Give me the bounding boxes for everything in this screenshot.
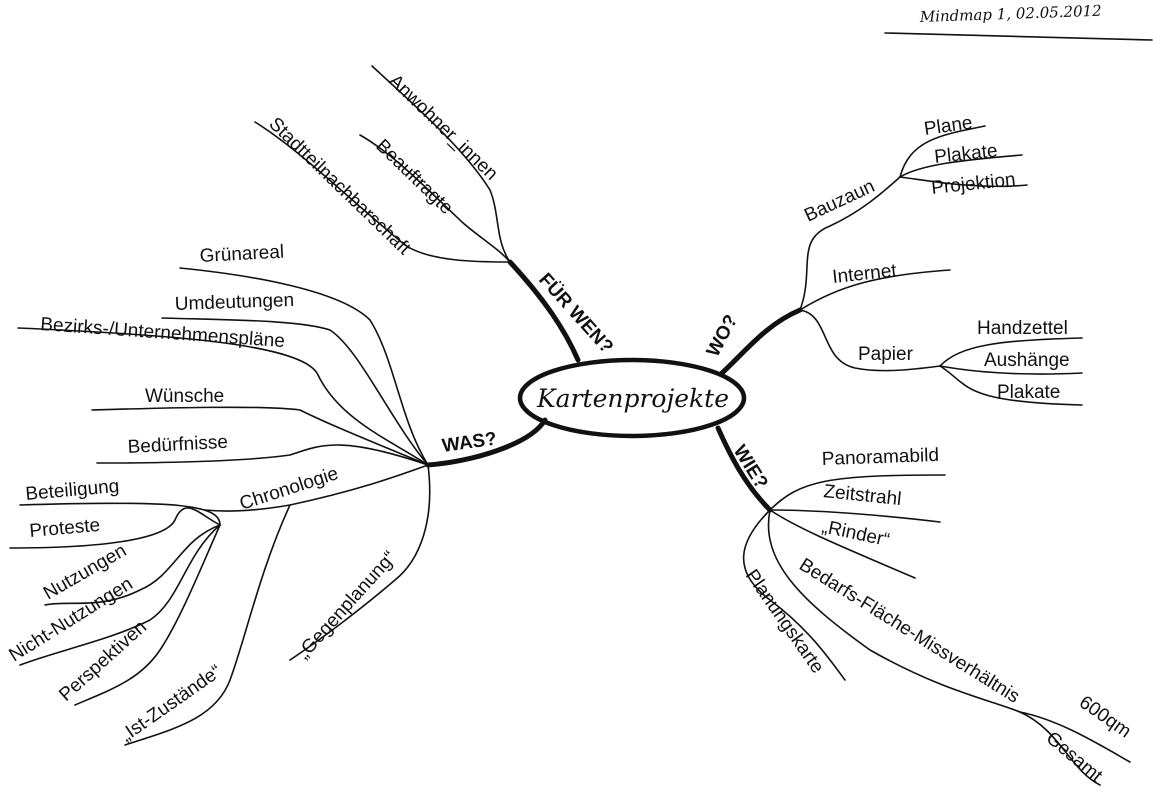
- label-ist-zustaende: „Ist-Zustände“: [117, 661, 226, 746]
- label-papier: Papier: [858, 344, 914, 365]
- label-gegenplanung: „Gegenplanung“: [293, 547, 400, 663]
- label-plane: Plane: [923, 112, 974, 140]
- label-gesamt: Gesamt: [1042, 728, 1107, 787]
- line-plane: [899, 125, 986, 178]
- line-plakate-papier: [939, 365, 1083, 406]
- line-bedarf: [767, 509, 1021, 713]
- line-beteiligung: [19, 502, 221, 526]
- line-umdeutungen: [161, 317, 429, 466]
- label-proteste: Proteste: [29, 515, 101, 542]
- map-title: Mindmap 1, 02.05.2012: [919, 2, 1102, 26]
- title-underline: [884, 32, 1153, 41]
- label-beauftragte: Beauftragte: [372, 135, 457, 218]
- label-aushaenge: Aushänge: [984, 350, 1070, 371]
- label-projektion: Projektion: [930, 169, 1016, 199]
- line-gegenplanung: [289, 464, 431, 661]
- line-panoramabild: [769, 474, 946, 511]
- trunk-wie: [715, 425, 773, 513]
- line-bezirks: [17, 327, 429, 466]
- line-anwohner: [371, 65, 511, 263]
- label-plakate-papier: Plakate: [997, 382, 1060, 403]
- label-internet: Internet: [831, 260, 898, 288]
- line-gruenareal: [179, 267, 429, 466]
- line-internet: [799, 269, 951, 311]
- line-nutzungen: [44, 524, 221, 606]
- trunk-was: [425, 417, 548, 468]
- central-ellipse: [517, 357, 747, 439]
- label-fuer-wen: FÜR WEN?: [534, 269, 617, 358]
- central-topic: Kartenprojekte: [536, 384, 729, 413]
- line-handzettel: [939, 337, 1083, 367]
- label-wuensche: Wünsche: [145, 386, 224, 407]
- line-chronologie: [204, 464, 429, 512]
- line-gesamt: [1019, 711, 1101, 786]
- line-perspektiven: [74, 524, 221, 706]
- label-beduerfnisse: Bedürfnisse: [127, 432, 228, 458]
- label-zeitstrahl: Zeitstrahl: [822, 481, 902, 510]
- label-bedarf: Bedarfs-Fläche-Missverhältnis: [795, 554, 1023, 707]
- line-wuensche: [91, 406, 429, 466]
- label-beteiligung: Beteiligung: [25, 476, 121, 505]
- line-zeitstrahl: [769, 509, 941, 523]
- label-handzettel: Handzettel: [977, 318, 1068, 339]
- line-beduerfnisse: [96, 444, 429, 466]
- label-rinder: „Rinder“: [820, 516, 891, 551]
- line-rinder: [769, 509, 916, 579]
- line-beauftragte: [359, 134, 511, 263]
- line-proteste: [9, 507, 221, 549]
- line-600qm: [1019, 711, 1131, 763]
- label-bauzaun: Bauzaun: [801, 176, 878, 227]
- trunk-wo: [719, 307, 803, 376]
- line-aushaenge: [939, 365, 1083, 375]
- line-projektion: [899, 176, 1028, 188]
- line-plakate-bauzaun: [899, 154, 1023, 178]
- line-nicht-nutzungen: [19, 524, 221, 666]
- label-umdeutungen: Umdeutungen: [174, 290, 294, 315]
- line-ist-zustaende: [124, 504, 291, 746]
- label-600qm: 600qm: [1075, 692, 1135, 743]
- label-wo: WO?: [703, 311, 742, 360]
- line-papier: [799, 309, 941, 372]
- line-planungskarte: [742, 509, 846, 681]
- line-bauzaun: [799, 176, 901, 311]
- label-panoramabild: Panoramabild: [821, 445, 939, 470]
- label-plakate-bauzaun: Plakate: [933, 140, 998, 168]
- label-stadtteil: Stadtteilnachbarschaft: [265, 113, 415, 259]
- label-gruenareal: Grünareal: [199, 242, 284, 267]
- trunk-fuer-wen: [507, 259, 581, 363]
- line-stadtteil: [254, 121, 511, 263]
